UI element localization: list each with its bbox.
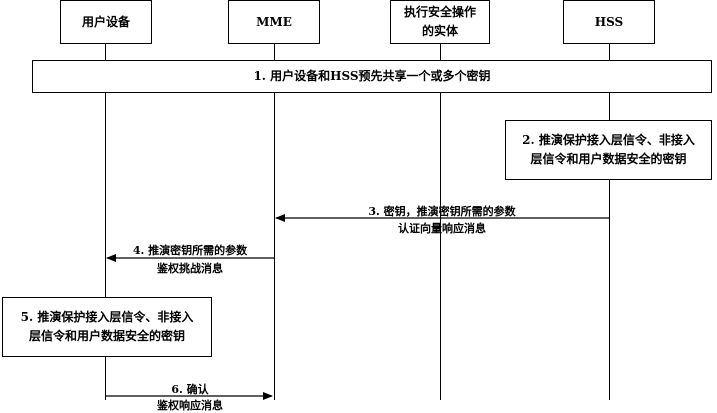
participant-security-entity: 执行安全操作 的实体	[390, 0, 490, 44]
participant-ue: 用户设备	[60, 0, 152, 44]
participant-hss: HSS	[563, 0, 655, 44]
step-6-sublabel: 鉴权响应消息	[157, 399, 223, 412]
participant-hss-label: HSS	[594, 14, 624, 29]
step-2-label: 2. 推演保护接入层信令、非接入 层信令和用户数据安全的密钥	[522, 133, 695, 166]
step-6-label: 6. 确认	[171, 383, 209, 396]
step-3-sublabel: 认证向量响应消息	[398, 222, 486, 235]
step-2-box: 2. 推演保护接入层信令、非接入 层信令和用户数据安全的密钥	[505, 120, 712, 180]
step-5-box: 5. 推演保护接入层信令、非接入 层信令和用户数据安全的密钥	[2, 297, 212, 357]
step-4-sublabel: 鉴权挑战消息	[157, 262, 223, 275]
participant-mme: MME	[228, 0, 320, 44]
participant-mme-label: MME	[256, 14, 292, 29]
participant-ue-label: 用户设备	[81, 14, 130, 29]
step-4-label: 4. 推演密钥所需的参数	[132, 244, 248, 257]
lifeline-hss	[609, 44, 610, 400]
lifeline-mme	[274, 44, 275, 400]
step-5-label: 5. 推演保护接入层信令、非接入 层信令和用户数据安全的密钥	[20, 310, 194, 343]
step-1-label: 1. 用户设备和HSS预先共享一个或多个密钥	[253, 69, 491, 84]
participant-security-entity-label: 执行安全操作 的实体	[403, 5, 476, 38]
lifeline-security-entity	[440, 44, 441, 400]
step-3-label: 3. 密钥，推演密钥所需的参数	[368, 205, 516, 218]
step-1-box: 1. 用户设备和HSS预先共享一个或多个密钥	[32, 60, 712, 93]
message-arrows	[105, 214, 609, 400]
lifeline-ue	[105, 44, 106, 400]
